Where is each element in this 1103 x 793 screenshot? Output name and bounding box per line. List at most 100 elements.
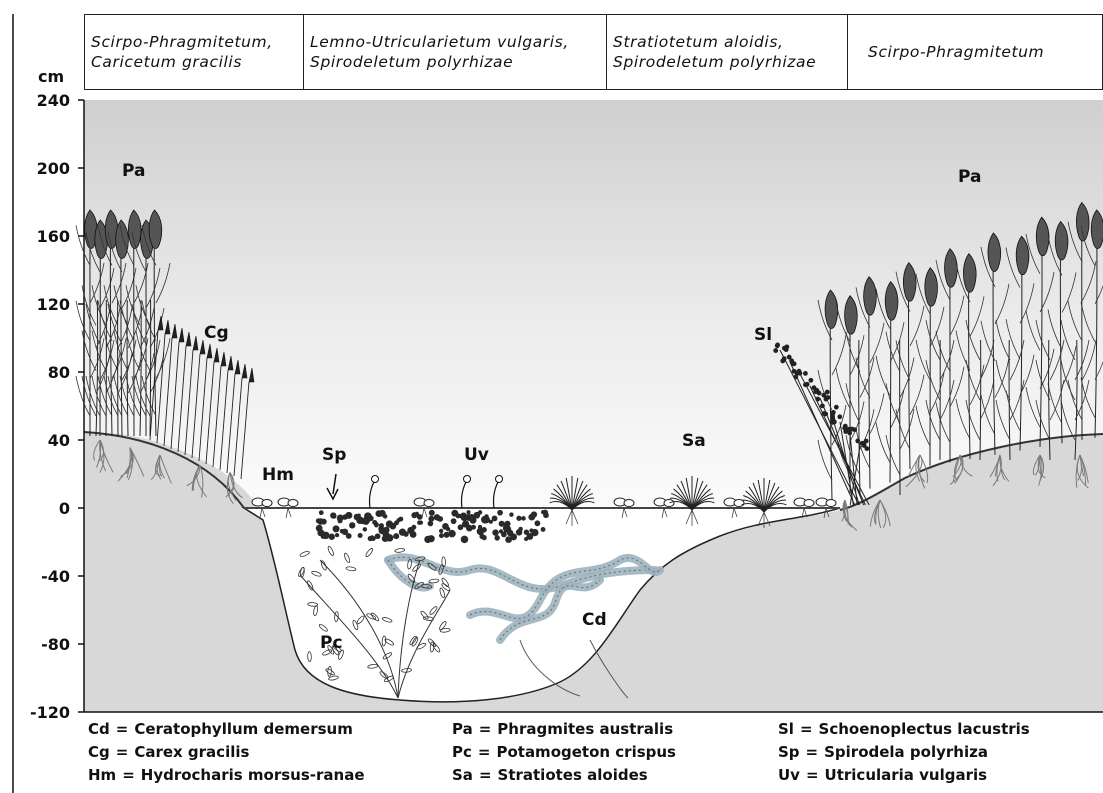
legend-code: Cd xyxy=(88,720,110,738)
floating-leaf xyxy=(424,500,434,507)
legend-code: Sp xyxy=(778,743,800,761)
legend-species: Potamogeton crispus xyxy=(496,743,676,761)
utricularia-bladder xyxy=(526,533,533,540)
bulrush-spikelet xyxy=(812,385,817,390)
bulrush-spikelet xyxy=(790,361,795,366)
utricularia-bladder xyxy=(444,532,450,538)
legend-species: Utricularia vulgaris xyxy=(825,766,988,784)
utricularia-bladder xyxy=(516,516,521,521)
utricularia-bladder xyxy=(448,530,455,537)
legend-code: Sl xyxy=(778,720,794,738)
label-sl: Sl xyxy=(754,325,772,345)
community-line: Spirodeletum polyrhizae xyxy=(310,52,606,72)
utricularia-bladder xyxy=(458,524,464,530)
utricularia-bladder xyxy=(492,529,498,535)
legend-code: Uv xyxy=(778,766,800,784)
bulrush-spikelet xyxy=(803,382,808,387)
bulrush-spikelet xyxy=(837,414,842,419)
utricularia-bladder xyxy=(378,527,382,531)
legend-code: Pa xyxy=(452,720,473,738)
community-line: Scirpo-Phragmitetum xyxy=(868,42,1102,62)
utricularia-bladder xyxy=(456,513,461,518)
bulrush-spikelet xyxy=(864,446,869,451)
utricularia-bladder xyxy=(497,510,503,516)
legend-item: Cg=Carex gracilis xyxy=(88,743,249,761)
utricularia-bladder xyxy=(415,512,419,516)
utricularia-bladder xyxy=(429,510,435,516)
utricularia-bladder xyxy=(349,522,355,528)
utricularia-bladder xyxy=(372,520,377,525)
legend-item: Hm=Hydrocharis morsus-ranae xyxy=(88,766,365,784)
label-cd: Cd xyxy=(582,610,607,630)
bulrush-spikelet xyxy=(784,347,789,352)
legend-species: Phragmites australis xyxy=(497,720,673,738)
y-tick-label: 240 xyxy=(37,91,70,110)
utricularia-bladder xyxy=(360,518,366,524)
label-pa-right: Pa xyxy=(958,167,981,187)
label-pa-left: Pa xyxy=(122,161,145,181)
bulrush-spikelet xyxy=(775,343,780,348)
utricularia-bladder xyxy=(375,533,381,539)
floating-leaf xyxy=(288,500,298,507)
floating-leaf xyxy=(804,500,814,507)
bulrush-spikelet xyxy=(864,439,869,444)
y-tick-label: 120 xyxy=(37,295,70,314)
bulrush-spikelet xyxy=(830,417,835,422)
legend-species: Ceratophyllum demersum xyxy=(134,720,353,738)
utricularia-bladder xyxy=(492,516,498,522)
legend-species: Spirodela polyrhiza xyxy=(824,743,988,761)
utricularia-bladder xyxy=(529,528,533,532)
y-tick-label: 0 xyxy=(59,499,70,518)
label-uv: Uv xyxy=(464,445,489,465)
community-box-stratiotes: Stratiotetum aloidis, Spirodeletum polyr… xyxy=(606,14,848,90)
utricularia-bladder xyxy=(363,527,367,531)
legend-code: Hm xyxy=(88,766,116,784)
utricularia-bladder xyxy=(499,529,503,533)
utricularia-bladder xyxy=(460,514,467,521)
utricularia-bladder xyxy=(366,513,372,519)
bulrush-spikelet xyxy=(825,390,830,395)
y-tick-label: -120 xyxy=(30,703,70,722)
y-tick-label: -40 xyxy=(41,567,70,586)
bulrush-spikelet xyxy=(773,348,778,353)
utricularia-bladder xyxy=(357,513,361,517)
bulrush-spikelet xyxy=(797,369,802,374)
bulrush-spikelet xyxy=(792,369,797,374)
bulrush-spikelet xyxy=(855,439,860,444)
utricularia-bladder xyxy=(428,516,434,522)
utricularia-flower xyxy=(496,476,503,483)
floating-leaf xyxy=(826,500,836,507)
utricularia-bladder xyxy=(317,518,324,525)
bulrush-spikelet xyxy=(824,397,829,402)
utricularia-bladder xyxy=(471,525,476,530)
legend-species: Hydrocharis morsus-ranae xyxy=(141,766,365,784)
y-tick-label: 160 xyxy=(37,227,70,246)
legend-item: Cd=Ceratophyllum demersum xyxy=(88,720,353,738)
utricularia-bladder xyxy=(478,525,482,529)
label-cg: Cg xyxy=(204,323,229,343)
utricularia-bladder xyxy=(417,520,422,525)
bulrush-spikelet xyxy=(803,371,808,376)
utricularia-bladder xyxy=(316,525,323,532)
legend-species: Stratiotes aloides xyxy=(498,766,648,784)
legend-code: Sa xyxy=(452,766,473,784)
legend-code: Cg xyxy=(88,743,110,761)
utricularia-bladder xyxy=(319,510,324,515)
bulrush-spikelet xyxy=(793,375,798,380)
floating-leaf xyxy=(262,500,272,507)
utricularia-bladder xyxy=(411,525,416,530)
utricularia-bladder xyxy=(396,518,400,522)
utricularia-bladder xyxy=(531,511,537,517)
utricularia-bladder xyxy=(410,531,417,538)
y-tick-label: 80 xyxy=(48,363,70,382)
community-line: Scirpo-Phragmitetum, xyxy=(91,32,303,52)
y-axis-unit-label: cm xyxy=(38,67,64,86)
utricularia-bladder xyxy=(442,523,449,530)
legend-species: Carex gracilis xyxy=(134,743,249,761)
utricularia-bladder xyxy=(439,529,443,533)
utricularia-bladder xyxy=(434,514,440,520)
utricularia-bladder xyxy=(541,527,546,532)
utricularia-flower xyxy=(464,476,471,483)
